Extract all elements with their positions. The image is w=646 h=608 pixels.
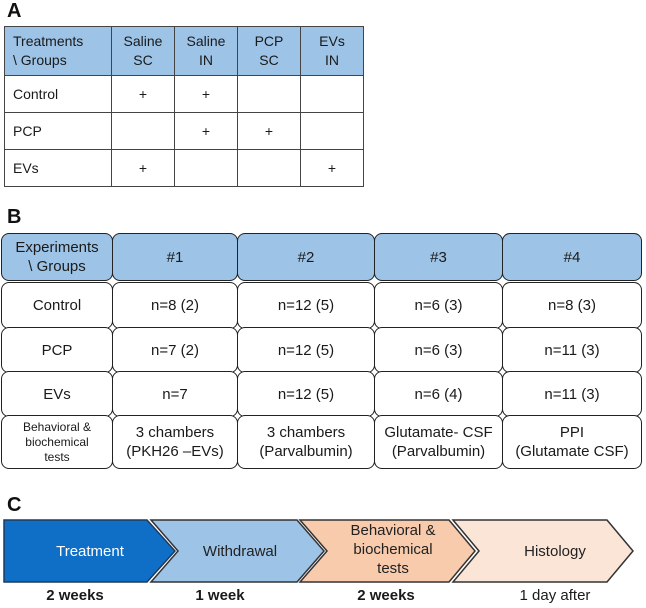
treatment-label: Treatment	[56, 543, 124, 560]
experiment-header-3: #3	[374, 233, 503, 281]
table-cell	[300, 112, 364, 150]
behavioral-tests-arrow	[298, 519, 476, 583]
table-cell: n=8 (3)	[502, 282, 642, 329]
table-row: EVs + +	[4, 149, 364, 187]
table-row: Control + +	[4, 75, 364, 113]
tests-cell-3: Glutamate- CSF(Parvalbumin)	[374, 415, 503, 469]
table-cell	[300, 75, 364, 113]
timeline-arrows	[3, 519, 634, 583]
row-label-pcp: PCP	[1, 327, 113, 373]
table-cell: +	[174, 112, 238, 150]
experiment-header-4: #4	[502, 233, 642, 281]
table-cell: n=11 (3)	[502, 371, 642, 417]
tests-cell-2: 3 chambers(Parvalbumin)	[237, 415, 375, 469]
table-cell: n=12 (5)	[237, 282, 375, 329]
section-label-a: A	[7, 0, 22, 22]
experiment-header-2: #2	[237, 233, 375, 281]
table-cell	[237, 149, 301, 187]
table-cell: +	[111, 149, 175, 187]
table-cell: n=6 (3)	[374, 282, 503, 329]
withdrawal-arrow	[149, 519, 325, 583]
table-cell	[237, 75, 301, 113]
table-cell	[111, 112, 175, 150]
row-label-control: Control	[4, 75, 112, 113]
experiments-header-corner: Experiments\ Groups	[1, 233, 113, 281]
table-cell: n=6 (3)	[374, 327, 503, 373]
row-label-evs: EVs	[1, 371, 113, 417]
table-cell: n=6 (4)	[374, 371, 503, 417]
section-label-b: B	[7, 206, 22, 228]
histology-duration: 1 day after	[519, 587, 591, 604]
experiment-header-1: #1	[112, 233, 238, 281]
tests-cell-1: 3 chambers(PKH26 –EVs)	[112, 415, 238, 469]
row-label-pcp: PCP	[4, 112, 112, 150]
tests-cell-4: PPI(Glutamate CSF)	[502, 415, 642, 469]
table-cell: +	[111, 75, 175, 113]
withdrawal-label: Withdrawal	[202, 543, 278, 560]
table-cell: +	[300, 149, 364, 187]
table-cell: n=11 (3)	[502, 327, 642, 373]
withdrawal-duration: 1 week	[195, 587, 245, 604]
table-cell: n=8 (2)	[112, 282, 238, 329]
table-cell: n=12 (5)	[237, 327, 375, 373]
section-label-c: C	[7, 494, 22, 516]
timeline: Treatment Withdrawal Behavioral &biochem…	[0, 518, 646, 608]
table-cell: n=7	[112, 371, 238, 417]
histology-arrow	[451, 519, 634, 583]
table-cell	[174, 149, 238, 187]
table-cell: +	[174, 75, 238, 113]
header-corner: Treatments\ Groups	[4, 26, 112, 76]
histology-label: Histology	[524, 543, 586, 560]
treatment-duration: 2 weeks	[46, 587, 104, 604]
table-cell: n=12 (5)	[237, 371, 375, 417]
treatment-arrow	[3, 519, 177, 583]
row-label-control: Control	[1, 282, 113, 329]
table-cell: n=7 (2)	[112, 327, 238, 373]
table-row: PCP + +	[4, 112, 364, 150]
table-cell: +	[237, 112, 301, 150]
behavioral-tests-duration: 2 weeks	[357, 587, 415, 604]
row-label-evs: EVs	[4, 149, 112, 187]
